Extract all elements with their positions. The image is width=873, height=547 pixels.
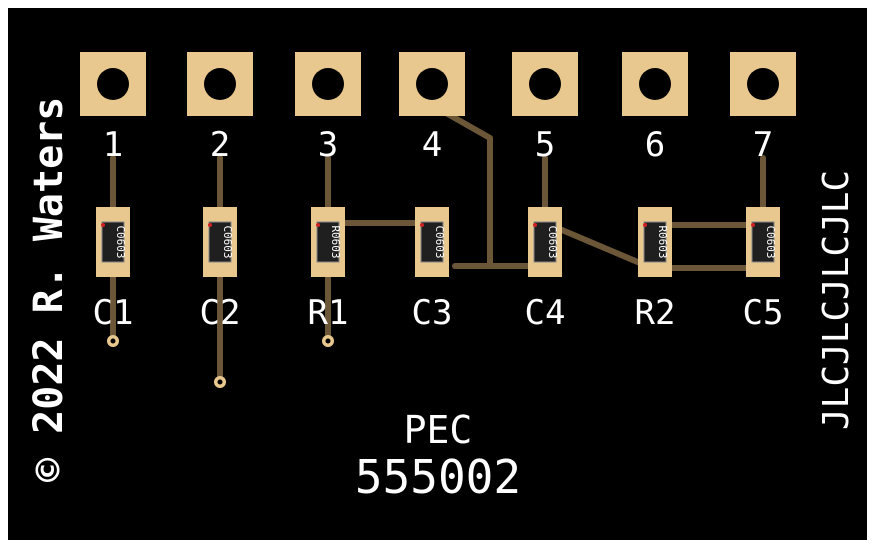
component-c1: C0603 bbox=[96, 207, 130, 277]
pad-drill-hole bbox=[416, 68, 448, 100]
component-c3: C0603 bbox=[415, 207, 449, 277]
package-label: C0603 bbox=[433, 225, 446, 258]
refdes-c2: C2 bbox=[200, 293, 241, 333]
refdes-c5: C5 bbox=[743, 293, 784, 333]
header-pad-3 bbox=[295, 52, 361, 116]
component-r1: R0603 bbox=[311, 207, 345, 277]
pad-drill-hole bbox=[747, 68, 779, 100]
component-body bbox=[316, 221, 340, 263]
refdes-r2: R2 bbox=[635, 293, 676, 333]
component-r2: R0603 bbox=[638, 207, 672, 277]
jlc-side-text: JLCJLCJLCJLC bbox=[816, 170, 857, 430]
via-hole bbox=[325, 338, 331, 344]
header-pads bbox=[80, 52, 796, 116]
pad-drill-hole bbox=[97, 68, 129, 100]
package-label: R0603 bbox=[656, 225, 669, 258]
via-hole bbox=[217, 379, 223, 385]
refdes-r1: R1 bbox=[308, 293, 349, 333]
header-pad-2 bbox=[187, 52, 253, 116]
refdes-c4: C4 bbox=[525, 293, 566, 333]
pin-label-2: 2 bbox=[210, 125, 230, 165]
package-label: C0603 bbox=[764, 225, 777, 258]
pin1-marker bbox=[533, 223, 537, 227]
reference-designators: C1 C2 R1 C3 C4 R2 C5 bbox=[93, 293, 784, 333]
pin-labels: 1 2 3 4 5 6 7 bbox=[103, 125, 773, 165]
pad-drill-hole bbox=[312, 68, 344, 100]
component-c2: C0603 bbox=[203, 207, 237, 277]
pad-drill-hole bbox=[204, 68, 236, 100]
copyright-text: © 2022 R. Waters bbox=[26, 97, 72, 482]
pin1-marker bbox=[101, 223, 105, 227]
pin1-marker bbox=[208, 223, 212, 227]
component-body bbox=[208, 221, 232, 263]
pin-label-3: 3 bbox=[318, 125, 338, 165]
header-pad-1 bbox=[80, 52, 146, 116]
via-hole bbox=[110, 338, 116, 344]
refdes-c3: C3 bbox=[412, 293, 453, 333]
board-title-line1: PEC bbox=[404, 408, 473, 452]
component-body bbox=[420, 221, 444, 263]
component-c4: C0603 bbox=[528, 207, 562, 277]
refdes-c1: C1 bbox=[93, 293, 134, 333]
component-body bbox=[533, 221, 557, 263]
pin1-marker bbox=[420, 223, 424, 227]
component-body bbox=[751, 221, 775, 263]
board-title-line2: 555002 bbox=[355, 450, 521, 504]
pin-label-4: 4 bbox=[422, 125, 442, 165]
pin1-marker bbox=[316, 223, 320, 227]
trace-c4-r2 bbox=[559, 227, 643, 266]
pin-label-5: 5 bbox=[535, 125, 555, 165]
pin-label-7: 7 bbox=[753, 125, 773, 165]
package-label: R0603 bbox=[329, 225, 342, 258]
pad-drill-hole bbox=[529, 68, 561, 100]
header-pad-7 bbox=[730, 52, 796, 116]
pin1-marker bbox=[643, 223, 647, 227]
component-body bbox=[643, 221, 667, 263]
smd-components: C0603 C0603 R0603 C0603 C0603 R0603 C0603 bbox=[96, 207, 780, 277]
component-c5: C0603 bbox=[746, 207, 780, 277]
package-label: C0603 bbox=[546, 225, 559, 258]
component-body bbox=[101, 221, 125, 263]
package-label: C0603 bbox=[114, 225, 127, 258]
header-pad-5 bbox=[512, 52, 578, 116]
vias bbox=[107, 335, 334, 388]
package-label: C0603 bbox=[221, 225, 234, 258]
pin-label-1: 1 bbox=[103, 125, 123, 165]
header-pad-6 bbox=[622, 52, 688, 116]
header-pad-4 bbox=[399, 52, 465, 116]
pad-drill-hole bbox=[639, 68, 671, 100]
pin-label-6: 6 bbox=[645, 125, 665, 165]
pin1-marker bbox=[751, 223, 755, 227]
